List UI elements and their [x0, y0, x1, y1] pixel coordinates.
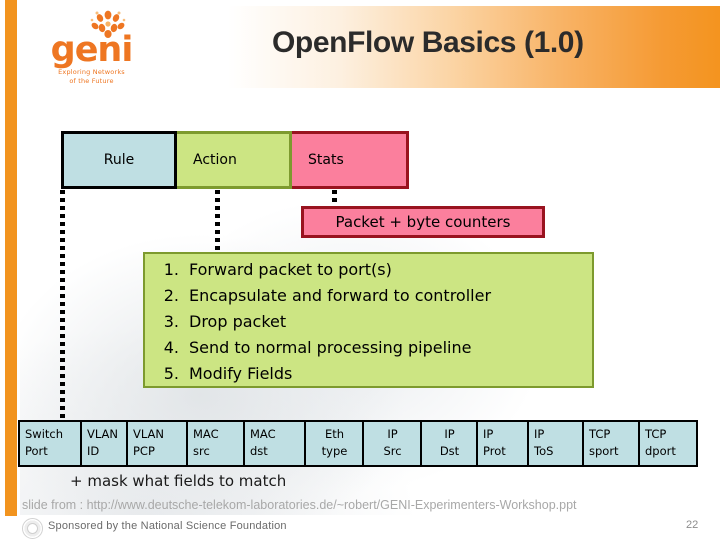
match-field-line1: IP: [534, 427, 545, 441]
list-item-label: Encapsulate and forward to controller: [189, 286, 492, 305]
list-item: 2. Encapsulate and forward to controller: [149, 286, 592, 312]
connector-stats-to-counters: [332, 190, 337, 208]
slide-source-line: slide from : http://www.deutsche-telekom…: [22, 498, 577, 512]
flow-box-stats: Stats: [292, 131, 409, 189]
match-field-line2: PCP: [133, 443, 155, 458]
match-field-line2: type: [321, 443, 348, 458]
match-field-line2: Src: [383, 443, 402, 458]
globe-icon: [90, 10, 126, 38]
match-field-line1: MAC: [250, 427, 276, 441]
connector-action-to-list: [215, 190, 220, 250]
match-field-line1: Eth: [324, 427, 345, 441]
geni-wordmark: geni: [50, 30, 134, 70]
nsf-seal-icon: [22, 518, 43, 539]
match-field-line2: ToS: [534, 443, 554, 458]
flow-box-rule-label: Rule: [103, 152, 135, 168]
list-item-label: Modify Fields: [189, 364, 293, 383]
match-field-cell: IP ToS: [529, 422, 584, 465]
geni-tagline: Exploring Networks of the Future: [34, 68, 149, 86]
flow-box-rule: Rule: [61, 131, 177, 189]
left-accent-bar: [5, 0, 17, 540]
stats-detail-box: Packet + byte counters: [301, 206, 545, 238]
match-field-line2: dst: [250, 443, 268, 458]
stats-detail-label: Packet + byte counters: [335, 213, 511, 231]
match-field-cell: VLAN PCP: [128, 422, 188, 465]
list-item-label: Send to normal processing pipeline: [189, 338, 472, 357]
geni-logo: geni Exploring Networks of the Future: [34, 6, 149, 86]
page-number: 22: [686, 519, 699, 531]
match-field-line1: IP: [444, 427, 455, 441]
match-field-cell: MAC src: [188, 422, 245, 465]
sponsor-text: Sponsored by the National Science Founda…: [48, 520, 287, 532]
match-field-line1: VLAN: [133, 427, 165, 441]
list-item-label: Drop packet: [189, 312, 287, 331]
header-band: [17, 6, 720, 88]
connector-rule-to-fields: [60, 190, 65, 422]
match-field-line1: IP: [483, 427, 494, 441]
match-field-cell: VLAN ID: [82, 422, 128, 465]
actions-list-box: 1. Forward packet to port(s) 2. Encapsul…: [143, 252, 594, 388]
page-title: OpenFlow Basics (1.0): [272, 26, 584, 59]
list-item-number: 5.: [163, 364, 179, 383]
match-field-line1: VLAN: [87, 427, 119, 441]
mask-note: + mask what fields to match: [70, 472, 287, 490]
match-field-cell: IP Dst: [422, 422, 478, 465]
footer-band: [0, 516, 720, 540]
match-field-line2: Prot: [483, 443, 506, 458]
list-item-number: 3.: [163, 312, 179, 331]
match-field-line2: Dst: [439, 443, 460, 458]
list-item: 1. Forward packet to port(s): [149, 260, 592, 286]
match-field-line2: ID: [87, 443, 100, 458]
list-item-number: 4.: [163, 338, 179, 357]
match-field-line1: Switch: [25, 427, 64, 441]
match-field-cell: IP Prot: [478, 422, 529, 465]
match-field-cell: MAC dst: [245, 422, 306, 465]
list-item: 4. Send to normal processing pipeline: [149, 338, 592, 364]
geni-tagline-line2: of the Future: [69, 76, 114, 85]
match-field-cell: TCP dport: [640, 422, 696, 465]
flow-box-action-label: Action: [193, 152, 237, 168]
match-field-cell: TCP sport: [584, 422, 640, 465]
match-field-line2: src: [193, 443, 210, 458]
geni-tagline-line1: Exploring Networks: [58, 68, 125, 76]
list-item-label: Forward packet to port(s): [189, 260, 392, 279]
match-field-line1: MAC: [193, 427, 219, 441]
match-field-line2: sport: [589, 443, 619, 458]
list-item: 5. Modify Fields: [149, 364, 592, 390]
match-field-line1: TCP: [645, 427, 667, 441]
match-field-cell: IP Src: [364, 422, 422, 465]
list-item-number: 1.: [163, 260, 179, 279]
flow-box-action: Action: [177, 131, 292, 189]
match-field-line1: TCP: [589, 427, 611, 441]
list-item: 3. Drop packet: [149, 312, 592, 338]
list-item-number: 2.: [163, 286, 179, 305]
match-field-line2: dport: [645, 443, 676, 458]
flow-box-stats-label: Stats: [308, 152, 344, 168]
match-field-line1: IP: [387, 427, 398, 441]
match-field-line2: Port: [25, 443, 48, 458]
match-field-cell: Eth type: [306, 422, 364, 465]
